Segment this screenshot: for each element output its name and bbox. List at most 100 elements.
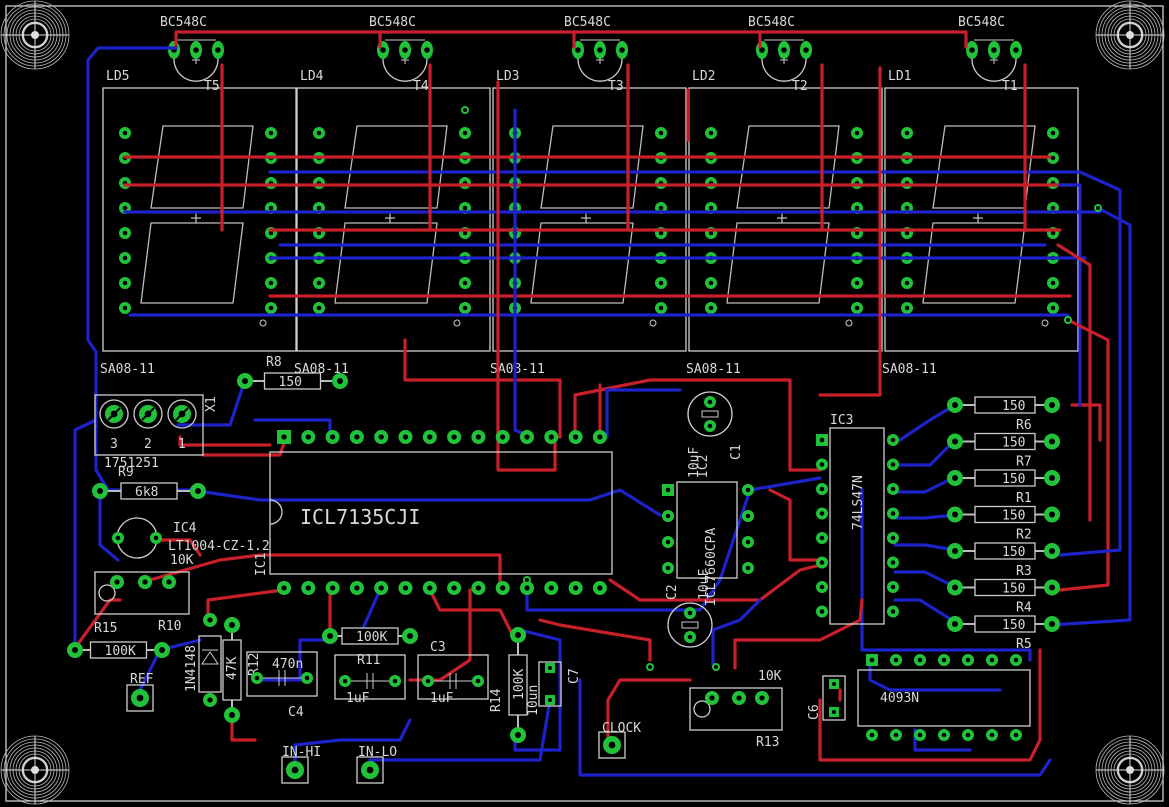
transistor-type-label: BC548C <box>369 15 416 30</box>
display-pin-right <box>265 302 277 314</box>
ic1-pin <box>422 581 437 595</box>
ic1-pin <box>471 430 486 444</box>
test-point-pad <box>131 689 149 707</box>
resistor-value-label: 150 <box>1002 509 1025 524</box>
display-pin-left <box>119 302 131 314</box>
via <box>1064 316 1072 324</box>
resistor-ref-label: R9 <box>118 465 134 480</box>
ic3-pin <box>887 581 899 593</box>
ic3-pin <box>816 507 828 520</box>
ic3-pin <box>887 556 899 569</box>
resistor-pad <box>947 579 963 596</box>
ic1-pin <box>447 430 462 444</box>
resistor-pad <box>402 628 418 644</box>
display-pin-right <box>655 127 667 139</box>
ic5-pin <box>890 654 902 666</box>
display-pin-left <box>119 277 131 289</box>
ic5-pin <box>914 654 926 666</box>
ic3-pin <box>816 532 828 544</box>
capacitor-ref-label: C3 <box>430 640 446 655</box>
terminal-ref-label: X1 <box>204 396 219 412</box>
resistor-value-label: 6k8 <box>135 485 158 500</box>
ic1-pin <box>374 581 389 595</box>
display-pin-right <box>1047 127 1059 139</box>
ic1-part-label: ICL7135CJI <box>300 505 420 529</box>
ic3-pin <box>816 458 828 471</box>
test-point-label: CLOCK <box>602 721 641 736</box>
resistor-ref-label: R15 <box>94 621 117 636</box>
resistor-pad <box>510 727 526 743</box>
ic2-pin <box>662 510 674 522</box>
resistor-value-label: 150 <box>1002 472 1025 487</box>
ic3-pin <box>887 605 899 618</box>
display-pin-right <box>1047 277 1059 289</box>
ic2-pin <box>742 562 754 574</box>
pad <box>190 41 202 59</box>
ic1-ref-label: IC1 <box>254 553 269 576</box>
resistor-pad <box>1044 543 1060 559</box>
ic5-pin <box>938 654 950 666</box>
capacitor-ref-label: R11 <box>0 0 23 4</box>
display-pin-left <box>705 277 717 289</box>
capacitor-ref-label: C4 <box>288 705 304 720</box>
display-pin-left <box>901 127 913 139</box>
diode-type-label: 1N4148 <box>184 645 199 692</box>
resistor-pad <box>224 707 240 723</box>
resistor-pad <box>67 642 83 658</box>
display-pin-left <box>119 177 131 189</box>
pad <box>616 41 628 59</box>
capacitor-pad <box>704 396 716 408</box>
ic4-pin <box>150 532 162 544</box>
transistor-type-label: BC548C <box>748 15 795 30</box>
ic3-pin <box>816 434 828 446</box>
ic3-pin <box>887 532 899 544</box>
via <box>1094 204 1102 212</box>
display-pin-right <box>851 127 863 139</box>
ic2-part-label: ICL7660CPA <box>704 528 719 606</box>
resistor-value-label: 150 <box>279 375 302 390</box>
ic5-pin <box>986 729 998 741</box>
capacitor-c2: 10uF C2 <box>665 569 713 648</box>
capacitor-ref-label: C2 <box>665 584 680 600</box>
diode-pad <box>203 613 217 627</box>
resistor-ref-label: R7 <box>1016 455 1032 470</box>
test-point-pad <box>286 761 304 779</box>
resistor-pad <box>1044 579 1060 596</box>
ic3-pin <box>887 483 899 495</box>
display-pin-right <box>265 277 277 289</box>
resistor-ref-label: R5 <box>1016 637 1032 652</box>
resistor-value-label: 150 <box>1002 436 1025 451</box>
capacitor-value-label: 10uF <box>687 447 702 478</box>
ic2-pin <box>662 484 674 496</box>
resistor-ref-label: R4 <box>1016 601 1032 616</box>
via <box>523 576 531 584</box>
ic1-pin <box>592 581 607 595</box>
resistor-pad <box>947 616 963 632</box>
display-pin-left <box>705 302 717 314</box>
trimmer-pin <box>732 691 746 705</box>
ic1-pin <box>520 581 534 595</box>
resistor-pad <box>1044 397 1060 413</box>
pad <box>966 41 978 59</box>
resistor-value-label: 100K <box>512 669 527 700</box>
terminal-pin-label: 2 <box>144 437 152 452</box>
mounting-hole-4 <box>1095 735 1165 805</box>
ic5-pin <box>866 654 878 666</box>
ic2-pin <box>742 510 754 522</box>
transistor-ref-label: T5 <box>204 79 220 94</box>
ic5-pin <box>1010 729 1022 741</box>
terminal-pin-label: 3 <box>110 437 118 452</box>
ic-ic1: ICL7135CJI IC1 <box>254 430 613 595</box>
resistor-pad <box>947 433 963 450</box>
transistor-type-label: BC548C <box>160 15 207 30</box>
resistor-pad <box>510 627 526 643</box>
display-pin-right <box>655 277 667 289</box>
capacitor-value-label: 10uF <box>697 569 712 600</box>
